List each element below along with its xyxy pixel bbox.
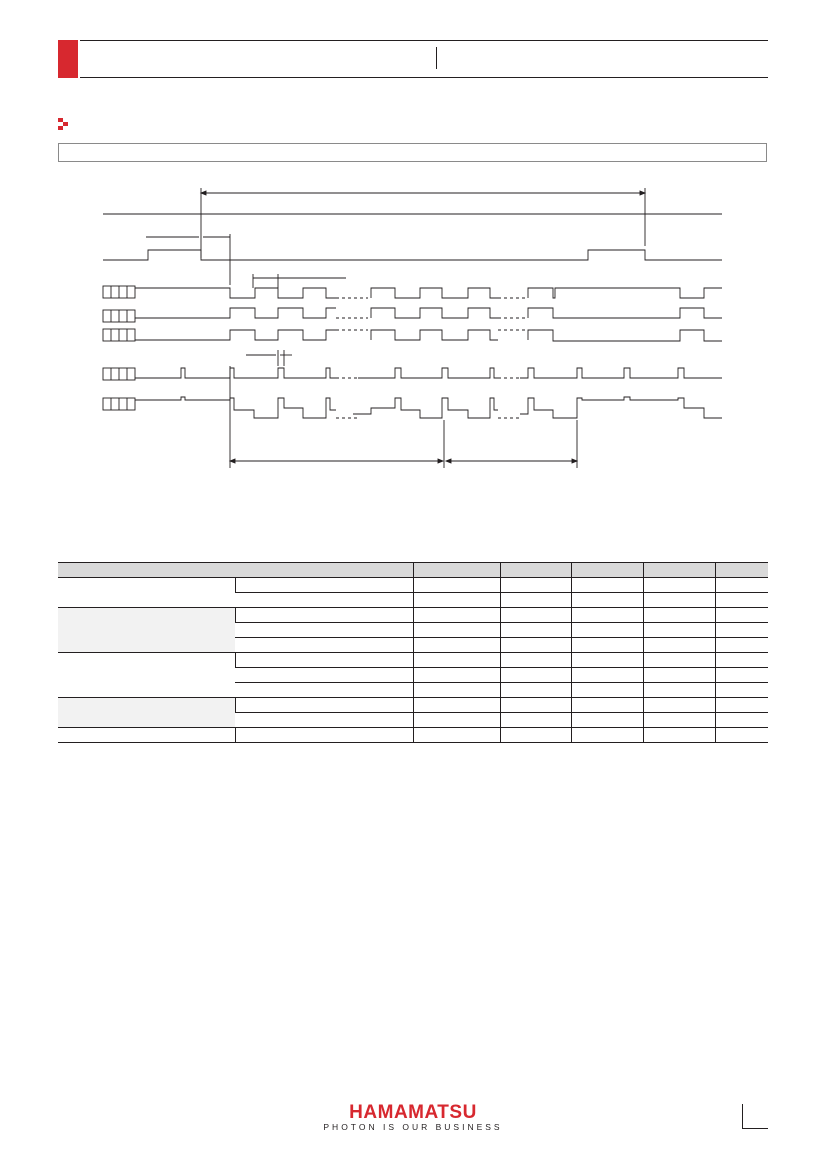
signal-row-4 — [102, 367, 722, 381]
table-row — [58, 592, 768, 608]
table-group-cell — [58, 727, 235, 743]
table-row — [58, 697, 768, 728]
table-row — [58, 682, 768, 698]
page-number-frame-base — [742, 1128, 768, 1129]
table-header-cell — [570, 562, 643, 578]
signal-row-5 — [102, 396, 722, 419]
header-red-tab — [58, 40, 78, 78]
signal-row-2 — [102, 307, 722, 323]
timing-chart — [102, 188, 722, 468]
header-top-rule — [80, 40, 768, 41]
table-row — [58, 667, 768, 683]
table-group-cell — [58, 577, 235, 608]
table-group-cell — [58, 697, 235, 728]
spec-table — [58, 562, 768, 743]
table-header-cell — [58, 562, 413, 578]
table-header-cell — [412, 562, 500, 578]
section-marker-icon — [58, 118, 68, 130]
signal-row-3 — [102, 328, 722, 342]
header-bottom-rule — [80, 77, 768, 78]
table-header-cell — [499, 562, 571, 578]
table-row — [58, 622, 768, 638]
table-row — [58, 727, 768, 743]
table-row — [58, 577, 768, 608]
table-group-cell — [58, 607, 235, 653]
table-row — [58, 712, 768, 728]
table-group-cell — [58, 652, 235, 698]
figure-caption-box — [58, 143, 767, 162]
header-divider — [436, 47, 437, 69]
page-number-frame — [742, 1104, 743, 1128]
signal-row-1 — [102, 285, 722, 299]
table-header-row — [58, 562, 768, 578]
table-row — [58, 652, 768, 698]
table-row — [58, 637, 768, 653]
table-header-cell — [642, 562, 715, 578]
table-header-cell — [714, 562, 768, 578]
brand-name: HAMAMATSU — [349, 1102, 477, 1123]
brand-tagline: PHOTON IS OUR BUSINESS — [323, 1122, 503, 1132]
hamamatsu-logo: HAMAMATSU PHOTON IS OUR BUSINESS — [313, 1102, 513, 1132]
table-row — [58, 607, 768, 653]
